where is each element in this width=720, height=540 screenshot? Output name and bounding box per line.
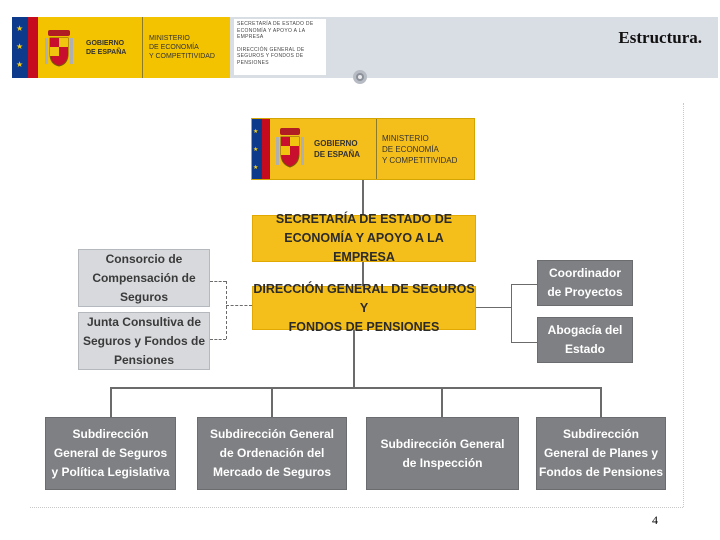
coat-of-arms-icon bbox=[38, 17, 80, 78]
subdirectorate-box: Subdirección General de Inspección bbox=[366, 417, 519, 490]
subdirectorate-label: Subdirección General de Seguros y Políti… bbox=[51, 427, 170, 479]
page-title: Estructura. bbox=[618, 28, 702, 47]
connector-line bbox=[110, 387, 602, 389]
dashed-connector bbox=[226, 305, 252, 306]
ministry-text: MINISTERIO DE ECONOMÍA Y COMPETITIVIDAD bbox=[149, 35, 215, 60]
dashed-connector bbox=[210, 339, 226, 340]
connector-line bbox=[600, 387, 602, 417]
ring-icon bbox=[353, 70, 367, 84]
sub-unit-directorate: DIRECCIÓN GENERAL DE SEGUROS Y FONDOS DE… bbox=[237, 46, 305, 66]
coordinador-label: Coordinador de Proyectos bbox=[547, 266, 623, 299]
connector-line bbox=[362, 262, 364, 286]
subdirectorate-box: Subdirección General de Seguros y Políti… bbox=[45, 417, 176, 490]
secretariat-label: SECRETARÍA DE ESTADO DE ECONOMÍA Y APOYO… bbox=[275, 212, 453, 264]
junta-consultiva-label: Junta Consultiva de Seguros y Fondos de … bbox=[82, 314, 205, 367]
connector-line bbox=[475, 307, 512, 308]
spain-flag-stripe bbox=[262, 119, 270, 179]
connector-line bbox=[362, 180, 364, 216]
coordinador-box: Coordinador de Proyectos bbox=[537, 260, 633, 306]
ministry-logo: ★★★ GOBIERNO DE ESPAÑA MINISTERIO DE ECO… bbox=[251, 118, 475, 180]
abogacia-box: Abogacía del Estado bbox=[537, 317, 633, 363]
frame-line bbox=[30, 507, 683, 508]
gobierno-text: GOBIERNO DE ESPAÑA bbox=[80, 17, 143, 78]
eu-flag-icon: ★★★ bbox=[252, 119, 262, 179]
connector-line bbox=[271, 387, 273, 417]
subdirectorate-box: Subdirección General de Planes y Fondos … bbox=[536, 417, 666, 490]
connector-line bbox=[511, 284, 512, 343]
dashed-connector bbox=[210, 281, 226, 282]
subdirectorate-label: Subdirección General de Planes y Fondos … bbox=[538, 427, 664, 479]
subdirectorate-box: Subdirección General de Ordenación del M… bbox=[197, 417, 347, 490]
subdirectorate-label: Subdirección General de Ordenación del M… bbox=[209, 427, 335, 479]
ministry-text: MINISTERIO DE ECONOMÍA Y COMPETITIVIDAD bbox=[382, 133, 458, 165]
directorate-label: DIRECCIÓN GENERAL DE SEGUROS Y FONDOS DE… bbox=[253, 281, 475, 334]
dashed-connector bbox=[226, 281, 227, 339]
directorate-box: DIRECCIÓN GENERAL DE SEGUROS Y FONDOS DE… bbox=[252, 282, 476, 334]
sub-unit-secretariat: SECRETARÍA DE ESTADO DE ECONOMÍA Y APOYO… bbox=[237, 21, 314, 40]
frame-line bbox=[683, 103, 684, 507]
connector-line bbox=[353, 330, 355, 388]
connector-line bbox=[441, 387, 443, 417]
eu-flag-icon: ★★★ bbox=[12, 17, 28, 78]
subdirectorate-label: Subdirección General de Inspección bbox=[380, 436, 505, 470]
coat-of-arms-icon bbox=[270, 119, 310, 179]
consorcio-label: Consorcio de Compensación de Seguros bbox=[92, 251, 196, 304]
abogacia-label: Abogacía del Estado bbox=[547, 323, 623, 356]
header-sub-units: SECRETARÍA DE ESTADO DE ECONOMÍA Y APOYO… bbox=[234, 19, 326, 75]
page-number: 4 bbox=[652, 513, 658, 527]
connector-line bbox=[110, 387, 112, 417]
gobierno-text: GOBIERNO DE ESPAÑA bbox=[310, 119, 377, 179]
gobierno-de-espana-logo: ★★★ GOBIERNO DE ESPAÑA MINISTERIO DE ECO… bbox=[12, 17, 230, 78]
connector-line bbox=[511, 342, 537, 343]
spain-flag-stripe bbox=[28, 17, 38, 78]
consorcio-box: Consorcio de Compensación de Seguros bbox=[78, 249, 210, 307]
junta-consultiva-box: Junta Consultiva de Seguros y Fondos de … bbox=[78, 312, 210, 370]
connector-line bbox=[511, 284, 537, 285]
secretariat-box: SECRETARÍA DE ESTADO DE ECONOMÍA Y APOYO… bbox=[252, 212, 476, 264]
